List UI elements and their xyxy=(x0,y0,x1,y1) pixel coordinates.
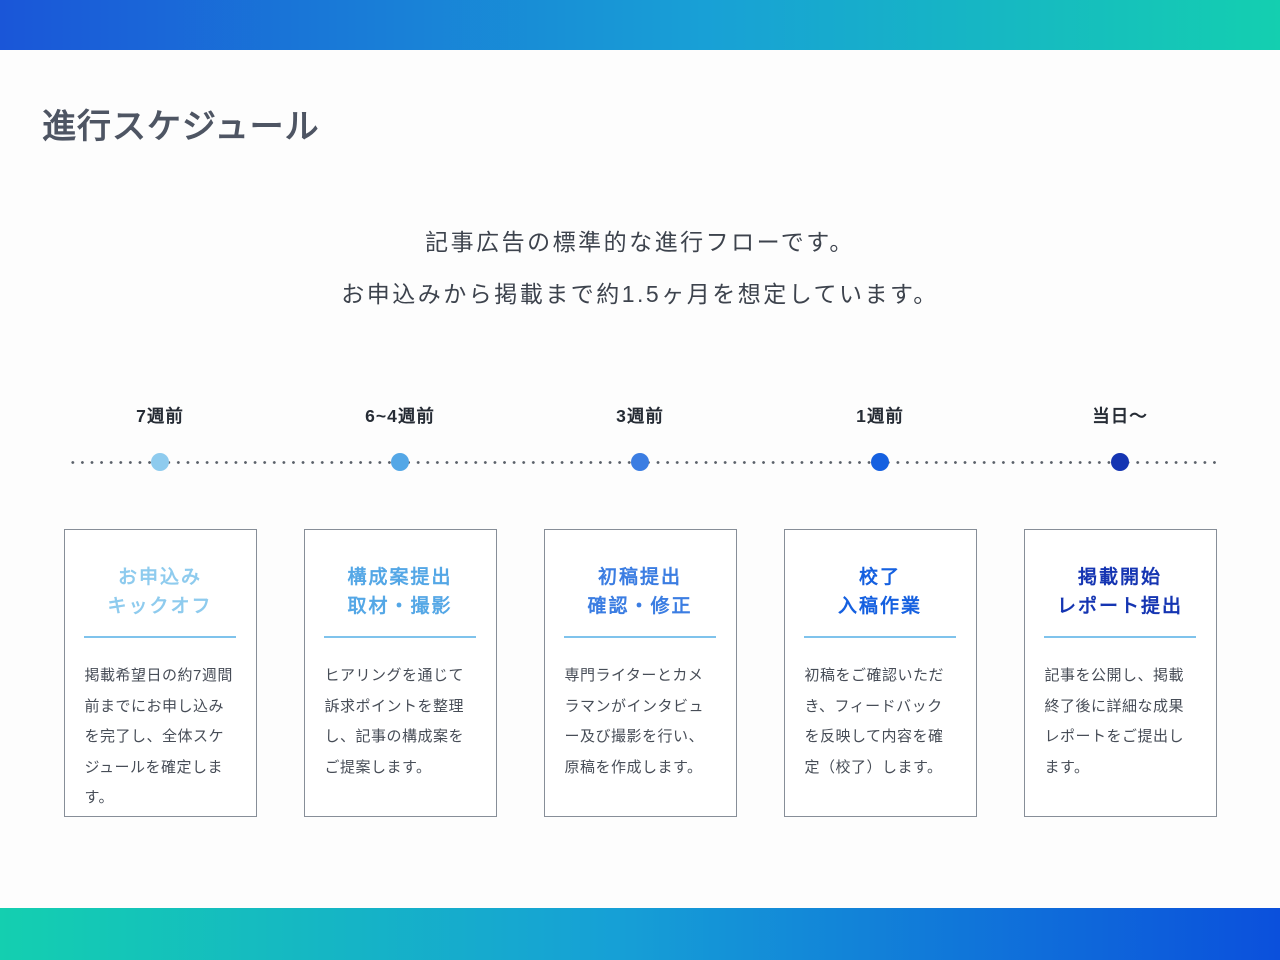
card-title-line-1: 校了 xyxy=(858,567,901,588)
step-card-1: お申込み キックオフ 掲載希望日の約7週間前までにお申し込みを完了し、全体スケジ… xyxy=(63,529,257,817)
top-accent-bar xyxy=(0,0,1280,50)
card-title-line-2: レポート提出 xyxy=(1056,596,1183,617)
timeline-dot-4 xyxy=(871,453,889,471)
timeline-label-1: 7週前 xyxy=(136,406,184,426)
card-title: 構成案提出 取材・撮影 xyxy=(305,563,496,621)
card-body: ヒアリングを通じて訴求ポイントを整理し、記事の構成案をご提案します。 xyxy=(324,667,465,776)
card-title-line-2: 確認・修正 xyxy=(587,596,693,617)
card-title: 校了 入稿作業 xyxy=(785,563,976,621)
subtitle-line-2: お申込みから掲載まで約1.5ヶ月を想定しています。 xyxy=(341,281,939,307)
card-title-line-2: キックオフ xyxy=(107,596,213,617)
subtitle: 記事広告の標準的な進行フローです。 お申込みから掲載まで約1.5ヶ月を想定してい… xyxy=(0,216,1280,320)
step-card-3: 初稿提出 確認・修正 専門ライターとカメラマンがインタビュー及び撮影を行い、原稿… xyxy=(543,529,737,817)
card-title: 初稿提出 確認・修正 xyxy=(545,563,736,621)
step-card-5: 掲載開始 レポート提出 記事を公開し、掲載終了後に詳細な成果レポートをご提出しま… xyxy=(1023,529,1217,817)
card-divider xyxy=(564,636,716,638)
card-divider xyxy=(1044,636,1196,638)
card-divider xyxy=(324,636,476,638)
timeline-label-5: 当日〜 xyxy=(1092,406,1148,426)
step-card-4: 校了 入稿作業 初稿をご確認いただき、フィードバックを反映して内容を確定（校了）… xyxy=(783,529,977,817)
page-title: 進行スケジュール xyxy=(42,107,320,146)
card-title-line-2: 取材・撮影 xyxy=(347,596,453,617)
timeline-dot-1 xyxy=(151,453,169,471)
timeline-labels: 7週前 6~4週前 3週前 1週前 当日〜 xyxy=(40,403,1240,428)
timeline-dot-3 xyxy=(631,453,649,471)
bottom-accent-bar xyxy=(0,908,1280,960)
timeline-dot-2 xyxy=(391,453,409,471)
timeline-track xyxy=(40,452,1240,472)
timeline-dots xyxy=(40,452,1240,472)
step-card-2: 構成案提出 取材・撮影 ヒアリングを通じて訴求ポイントを整理し、記事の構成案をご… xyxy=(303,529,497,817)
card-title-line-1: お申込み xyxy=(117,567,202,588)
card-title-line-2: 入稿作業 xyxy=(837,596,922,617)
card-title: お申込み キックオフ xyxy=(65,563,256,621)
card-title-line-1: 掲載開始 xyxy=(1077,567,1162,588)
timeline-label-2: 6~4週前 xyxy=(365,406,435,426)
card-body: 記事を公開し、掲載終了後に詳細な成果レポートをご提出します。 xyxy=(1044,667,1185,776)
timeline-label-3: 3週前 xyxy=(616,406,664,426)
timeline-dot-5 xyxy=(1111,453,1129,471)
step-cards: お申込み キックオフ 掲載希望日の約7週間前までにお申し込みを完了し、全体スケジ… xyxy=(40,529,1240,817)
card-body: 初稿をご確認いただき、フィードバックを反映して内容を確定（校了）します。 xyxy=(804,667,945,776)
card-title: 掲載開始 レポート提出 xyxy=(1025,563,1216,621)
timeline-label-4: 1週前 xyxy=(856,406,904,426)
card-title-line-1: 初稿提出 xyxy=(597,567,682,588)
subtitle-line-1: 記事広告の標準的な進行フローです。 xyxy=(425,229,855,255)
card-body: 掲載希望日の約7週間前までにお申し込みを完了し、全体スケジュールを確定します。 xyxy=(84,667,233,806)
card-title-line-1: 構成案提出 xyxy=(347,567,453,588)
card-body: 専門ライターとカメラマンがインタビュー及び撮影を行い、原稿を作成します。 xyxy=(564,667,705,776)
card-divider xyxy=(804,636,956,638)
card-divider xyxy=(84,636,236,638)
